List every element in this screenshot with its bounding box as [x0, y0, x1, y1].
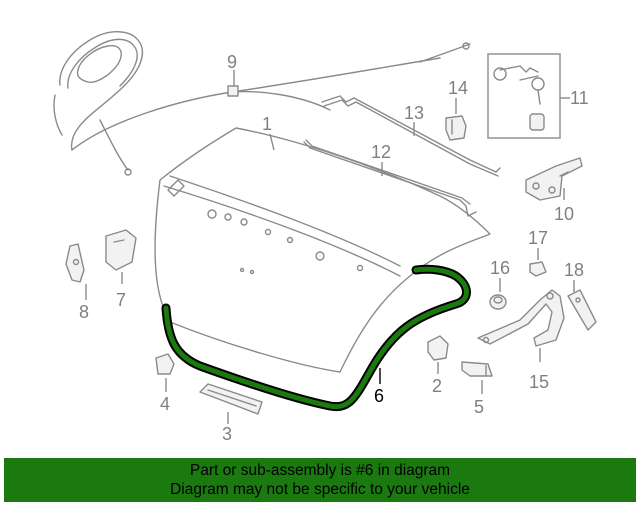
part-7-actuator[interactable]: [105, 229, 137, 271]
callout-17: 17: [528, 228, 548, 248]
callout-3: 3: [222, 424, 232, 444]
part-11-lock-set[interactable]: [487, 53, 561, 139]
callout-13: 13: [404, 103, 424, 123]
callout-10: 10: [554, 204, 574, 224]
info-banner: Part or sub-assembly is #6 in diagram Di…: [4, 458, 636, 502]
part-13-support-rod[interactable]: [321, 95, 501, 177]
part-6-weatherstrip[interactable]: [161, 264, 471, 412]
part-14-bracket[interactable]: [445, 115, 467, 141]
callout-1: 1: [262, 114, 272, 134]
banner-line-1: Part or sub-assembly is #6 in diagram: [189, 462, 451, 479]
callout-16: 16: [490, 258, 510, 278]
callout-11: 11: [570, 88, 589, 108]
part-2-bumper[interactable]: [427, 335, 449, 361]
callout-6: 6: [374, 386, 384, 406]
leader-1: [269, 133, 275, 151]
callout-2: 2: [432, 376, 442, 396]
callout-9: 9: [227, 52, 237, 72]
callout-15: 15: [529, 372, 549, 392]
parts-diagram: 9 14 11 13 12 10: [53, 31, 597, 444]
part-16-grommet[interactable]: [489, 294, 507, 310]
callout-18: 18: [564, 260, 584, 280]
callout-14: 14: [448, 78, 468, 98]
part-18-bracket[interactable]: [567, 289, 597, 331]
part-10-latch[interactable]: [525, 157, 583, 201]
part-5-clip[interactable]: [461, 361, 493, 377]
callout-5: 5: [474, 397, 484, 417]
part-9-release-cable[interactable]: [53, 31, 471, 176]
part-8-bracket[interactable]: [65, 243, 85, 283]
part-4-bumper[interactable]: [155, 353, 175, 375]
part-15-hinge[interactable]: [477, 289, 565, 347]
part-3-garnish[interactable]: [199, 383, 263, 415]
callout-8: 8: [79, 302, 89, 322]
callout-7: 7: [116, 290, 126, 310]
part-1-trunk-lid[interactable]: [154, 127, 491, 373]
callout-4: 4: [160, 394, 170, 414]
banner-line-2: Diagram may not be specific to your vehi…: [170, 481, 470, 498]
part-17-clip[interactable]: [529, 261, 547, 277]
callout-12: 12: [371, 142, 391, 162]
